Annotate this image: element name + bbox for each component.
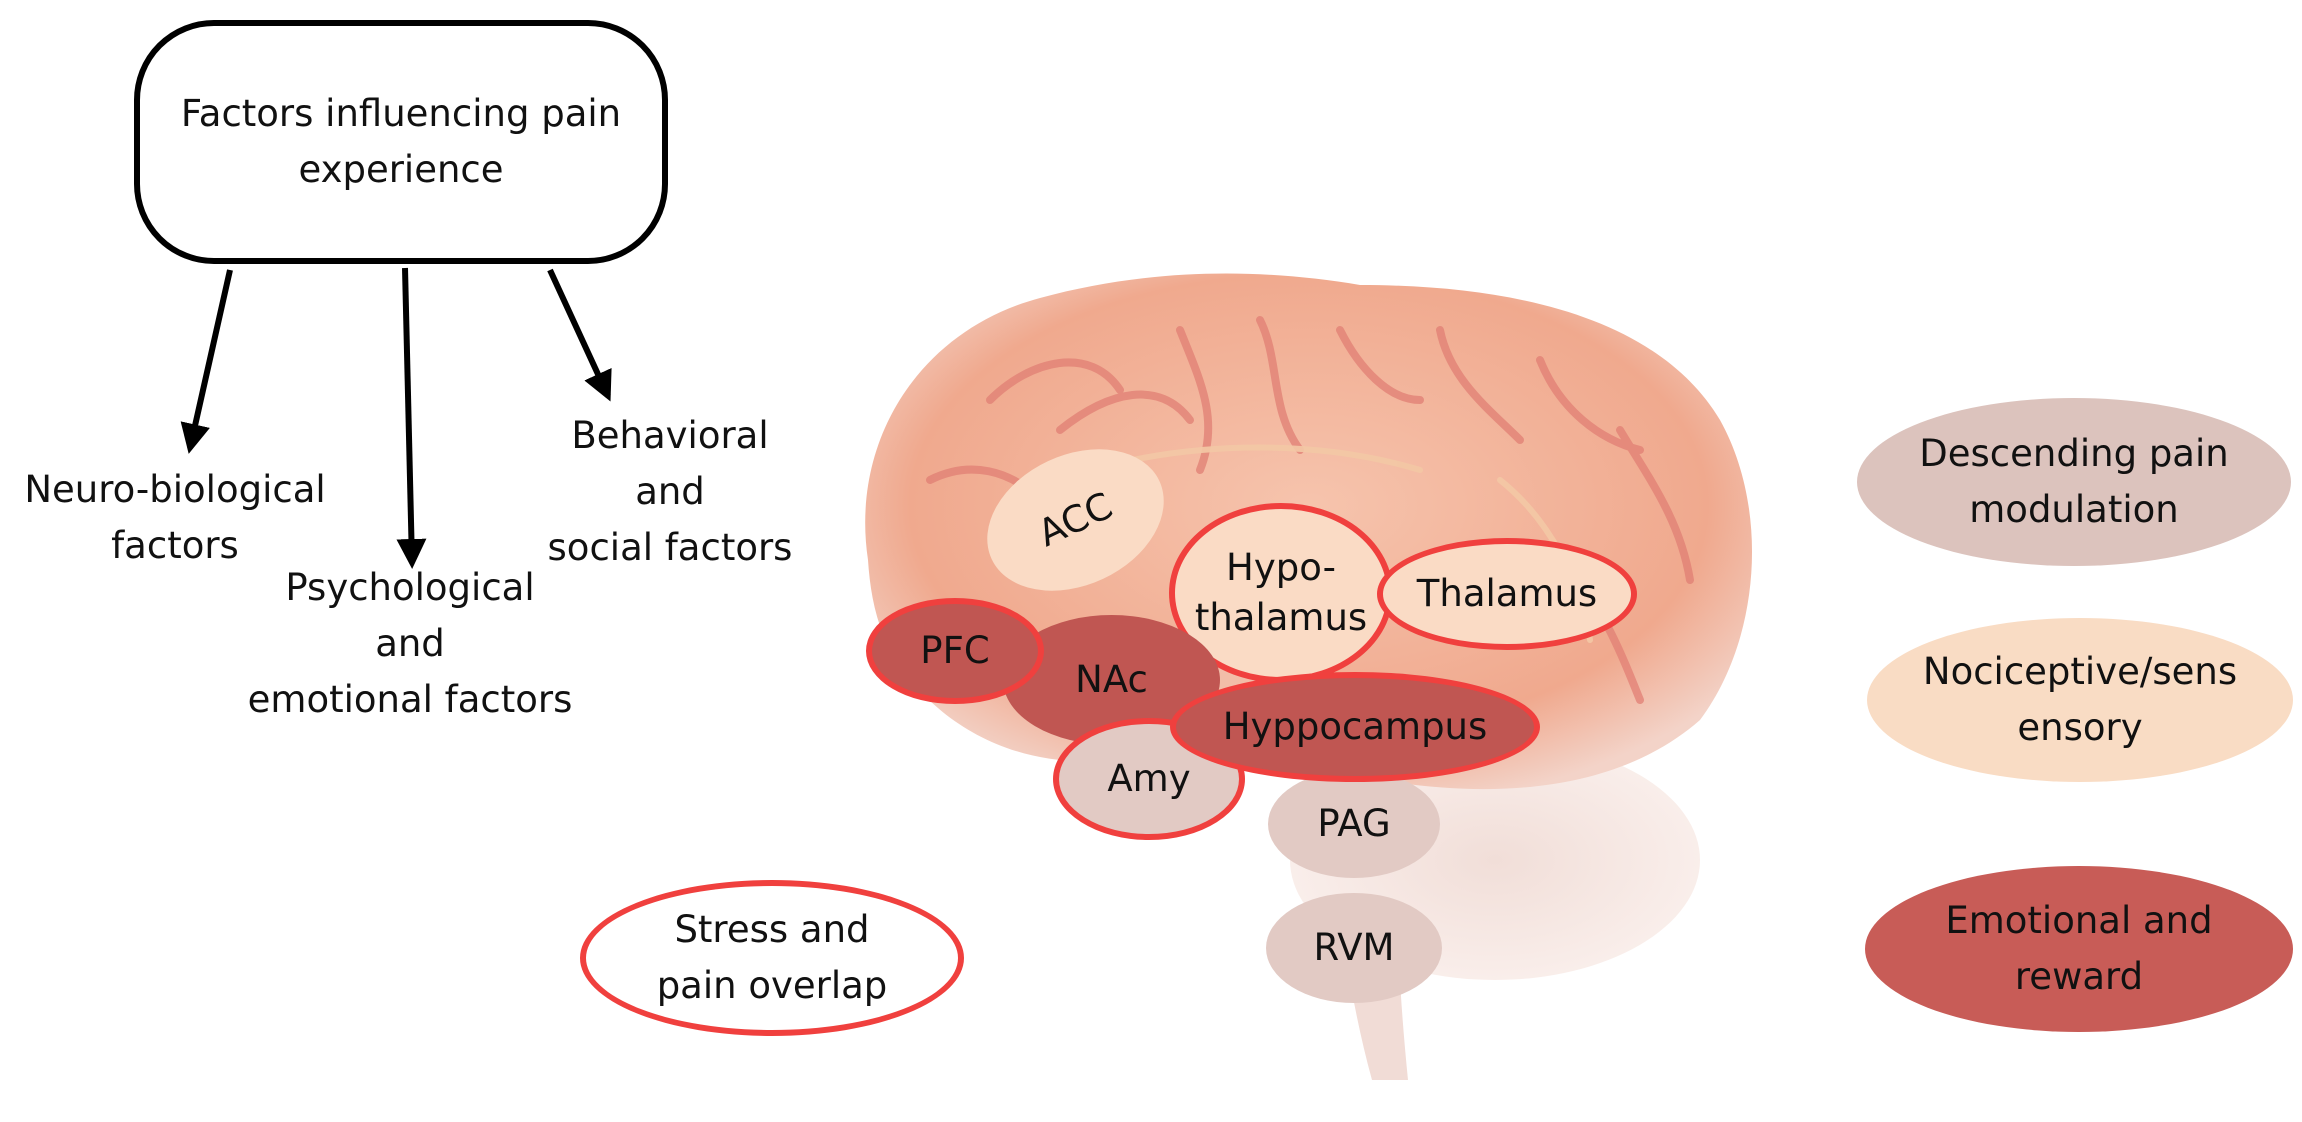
region-acc-label: ACC: [1031, 483, 1119, 556]
region-rvm-label: RVM: [1313, 926, 1395, 969]
arrow-to-psych: [396, 267, 427, 569]
region-pfc-label: PFC: [920, 629, 990, 672]
region-rvm: RVM: [1266, 893, 1442, 1003]
legend-stress-pain-overlap-label: Stress and pain overlap: [656, 908, 888, 1007]
factors-title-text: Factors influencing pain experience: [180, 92, 622, 191]
region-pag: PAG: [1268, 770, 1440, 878]
factors-title-box: Factors influencing pain experience: [134, 20, 668, 264]
region-thalamus-label: Thalamus: [1416, 572, 1598, 615]
arrow-to-neuro: [180, 269, 233, 454]
region-hypothalamus-label: Hypo- thalamus: [1194, 546, 1368, 639]
psychological-factors-label: Psychological and emotional factors: [247, 566, 573, 721]
region-amy-label: Amy: [1107, 757, 1191, 800]
neuro-biological-factors-label: Neuro-biological factors: [24, 468, 326, 567]
region-pfc: PFC: [866, 598, 1044, 704]
behavioral-factors-label: Behavioral and social factors: [547, 414, 793, 569]
region-hyppocampus: Hyppocampus: [1170, 672, 1540, 782]
legend-nociceptive-sensory: Nociceptive/sens ensory: [1867, 618, 2293, 782]
legend-nociceptive-label: Nociceptive/sens ensory: [1922, 650, 2238, 749]
legend-emotional-label: Emotional and reward: [1945, 899, 2213, 998]
legend-stress-pain-overlap: Stress and pain overlap: [580, 880, 964, 1036]
legend-emotional-reward: Emotional and reward: [1865, 866, 2293, 1032]
legend-descending-pain-modulation: Descending pain modulation: [1857, 398, 2291, 566]
legend-descending-label: Descending pain modulation: [1919, 432, 2229, 531]
region-hyppocampus-label: Hyppocampus: [1222, 705, 1488, 748]
brain-folds: [926, 316, 1694, 704]
region-thalamus: Thalamus: [1377, 538, 1637, 650]
region-nac-label: NAc: [1075, 658, 1148, 701]
arrow-to-behav: [547, 268, 612, 402]
region-pag-label: PAG: [1317, 802, 1391, 845]
